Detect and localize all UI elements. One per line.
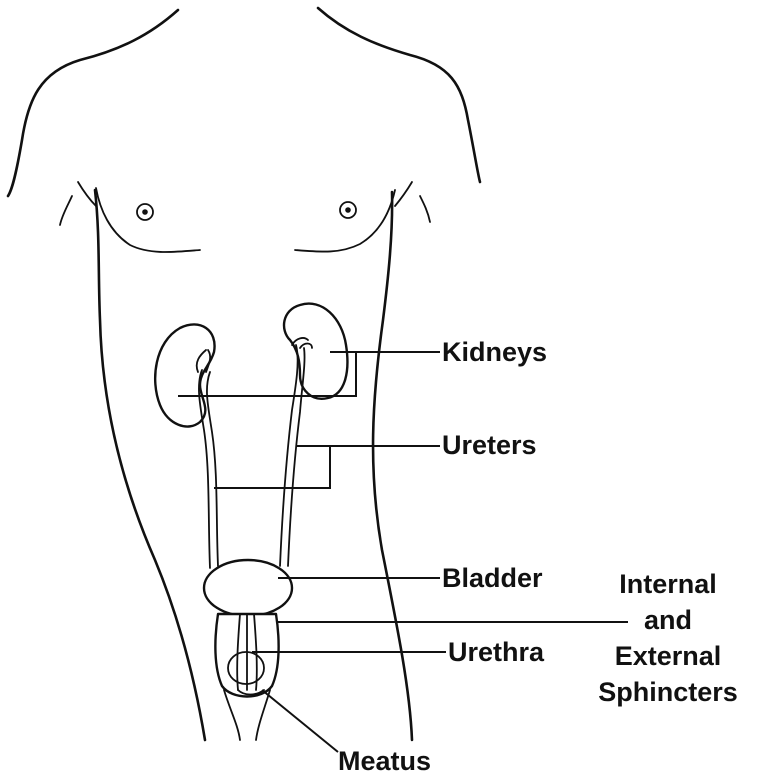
ureters-label: Ureters <box>442 432 537 459</box>
left-shoulder-outline <box>8 10 178 196</box>
urethra-structure <box>215 614 278 740</box>
left-kidney <box>155 324 214 426</box>
ureters <box>197 338 312 568</box>
scrotum-left <box>224 690 240 740</box>
sphincters-label: Internal and External Sphincters <box>580 566 756 710</box>
sphincters-line-2: and <box>580 602 756 638</box>
sphincters-line-1: Internal <box>580 566 756 602</box>
right-nipple <box>340 202 356 218</box>
chest-line-right <box>295 190 395 252</box>
bladder-label: Bladder <box>442 565 543 592</box>
ureters-leader <box>214 446 440 488</box>
meatus-leader <box>262 690 338 752</box>
right-torso-outline <box>373 192 412 740</box>
bladder <box>204 560 292 616</box>
left-arm-crease <box>78 182 96 206</box>
meatus-label: Meatus <box>338 748 431 775</box>
sphincters-line-4: Sphincters <box>580 674 756 710</box>
urethra-label: Urethra <box>448 639 544 666</box>
left-arm-edge <box>60 196 72 225</box>
scrotum-right <box>256 690 270 740</box>
kidneys-label: Kidneys <box>442 339 547 366</box>
left-nipple <box>137 204 153 220</box>
sphincters-line-3: External <box>580 638 756 674</box>
left-torso-outline <box>95 190 205 740</box>
right-shoulder-outline <box>318 8 480 182</box>
right-arm-edge <box>420 196 430 222</box>
right-arm-crease <box>395 182 412 206</box>
